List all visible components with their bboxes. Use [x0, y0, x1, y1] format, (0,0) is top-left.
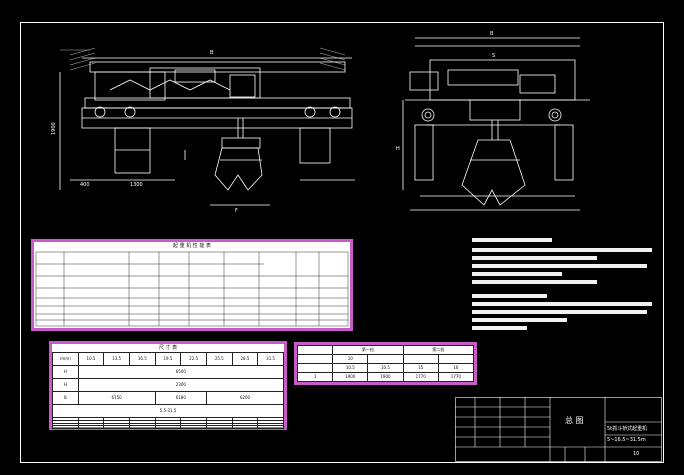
- dim-header: 19.5: [154, 351, 182, 367]
- front-grab-label: F: [235, 208, 238, 214]
- dim-cell: H: [52, 365, 79, 380]
- note-line: [472, 310, 647, 314]
- wheel-header: 第一档: [332, 345, 404, 355]
- table-dimensions[interactable]: 尺 寸 表 (mm) 10.5 13.5 16.5 19.5 22.5 25.5…: [49, 341, 287, 430]
- dim-cell: H: [52, 378, 79, 393]
- table-wheel-grid: 第一档 第二档 10 10.5 10.5 15 16 1 1900 1900: [296, 345, 475, 382]
- note-line: [472, 238, 552, 242]
- side-view-labels: B S H: [396, 31, 495, 152]
- title-block[interactable]: 总 图 5t抓斗桥式起重机 5~16.5~31.5m 10: [455, 397, 662, 462]
- drawing-name: 总 图: [565, 416, 584, 425]
- front-view: [59, 47, 355, 206]
- note-line: [472, 264, 647, 268]
- wheel-cell: 10.5: [332, 363, 369, 373]
- wheel-cell: 16: [437, 363, 475, 373]
- note-line: [472, 294, 547, 298]
- note-line: [472, 326, 527, 330]
- wheel-cell: [402, 354, 439, 364]
- table-dimensions-title: 尺 寸 表: [158, 345, 178, 351]
- wheel-header: 第二档: [402, 345, 475, 355]
- dim-header: 28.5: [231, 351, 259, 367]
- note-line: [472, 248, 652, 252]
- title-block-grid: [455, 397, 662, 462]
- front-bottom-b: 400: [80, 182, 90, 188]
- sheet-number: 10: [633, 451, 640, 457]
- wheel-cell: [437, 354, 475, 364]
- front-bottom-a: 1300: [130, 182, 143, 188]
- note-line: [472, 280, 597, 284]
- dim-cell: 6180: [154, 391, 207, 406]
- front-height-label: 1900: [51, 122, 57, 135]
- wheel-cell: [367, 354, 404, 364]
- wheel-header: [296, 345, 334, 355]
- table-wheel[interactable]: 第一档 第二档 10 10.5 10.5 15 16 1 1900 1900: [294, 342, 477, 385]
- dim-cell: 6150: [77, 391, 156, 406]
- wheel-cell: 10: [332, 354, 369, 364]
- dim-cell: 6200: [205, 391, 285, 406]
- front-view-labels: B 1900 1300 400 F: [51, 50, 238, 214]
- wheel-cell: 1770: [402, 372, 439, 382]
- dim-header: 16.5: [128, 351, 156, 367]
- product-name: 5t抓斗桥式起重机: [607, 426, 648, 432]
- dim-header: 31.5: [257, 351, 284, 367]
- table-dimensions-grid: (mm) 10.5 13.5 16.5 19.5 22.5 25.5 28.5 …: [52, 351, 285, 429]
- dim-header: 25.5: [205, 351, 233, 367]
- note-line: [472, 302, 652, 306]
- dim-header: 10.5: [77, 351, 105, 367]
- dim-header: (mm): [52, 351, 79, 367]
- dim-header: 13.5: [103, 351, 130, 367]
- note-line: [472, 256, 597, 260]
- technical-notes: [468, 236, 654, 336]
- side-view: [402, 37, 590, 211]
- side-top-label: B: [490, 31, 494, 37]
- dim-footer: 5.5-31.5: [52, 404, 284, 419]
- table-performance-title: 起 重 机 性 能 表: [173, 243, 211, 249]
- side-height-label: H: [396, 146, 400, 152]
- dim-cell: B: [52, 391, 79, 406]
- wheel-cell: [296, 363, 334, 373]
- wheel-cell: [296, 354, 334, 364]
- wheel-cell: 1770: [437, 372, 475, 382]
- note-line: [472, 318, 567, 322]
- wheel-cell: 1900: [332, 372, 369, 382]
- side-mid-label: S: [492, 53, 495, 59]
- table-performance-grid: [35, 251, 349, 327]
- dim-cell: 6500: [77, 365, 285, 380]
- drawing-border: [20, 22, 664, 463]
- dim-cell: 2300: [77, 378, 285, 393]
- table-performance[interactable]: 起 重 机 性 能 表: [31, 239, 353, 331]
- wheel-cell: 10.5: [367, 363, 404, 373]
- model-range: 5~16.5~31.5m: [607, 437, 646, 443]
- note-line: [472, 272, 562, 276]
- wheel-cell: 15: [402, 363, 439, 373]
- dim-header: 22.5: [180, 351, 207, 367]
- wheel-cell: 1: [296, 372, 334, 382]
- front-span-label: B: [210, 50, 214, 56]
- wheel-cell: 1900: [367, 372, 404, 382]
